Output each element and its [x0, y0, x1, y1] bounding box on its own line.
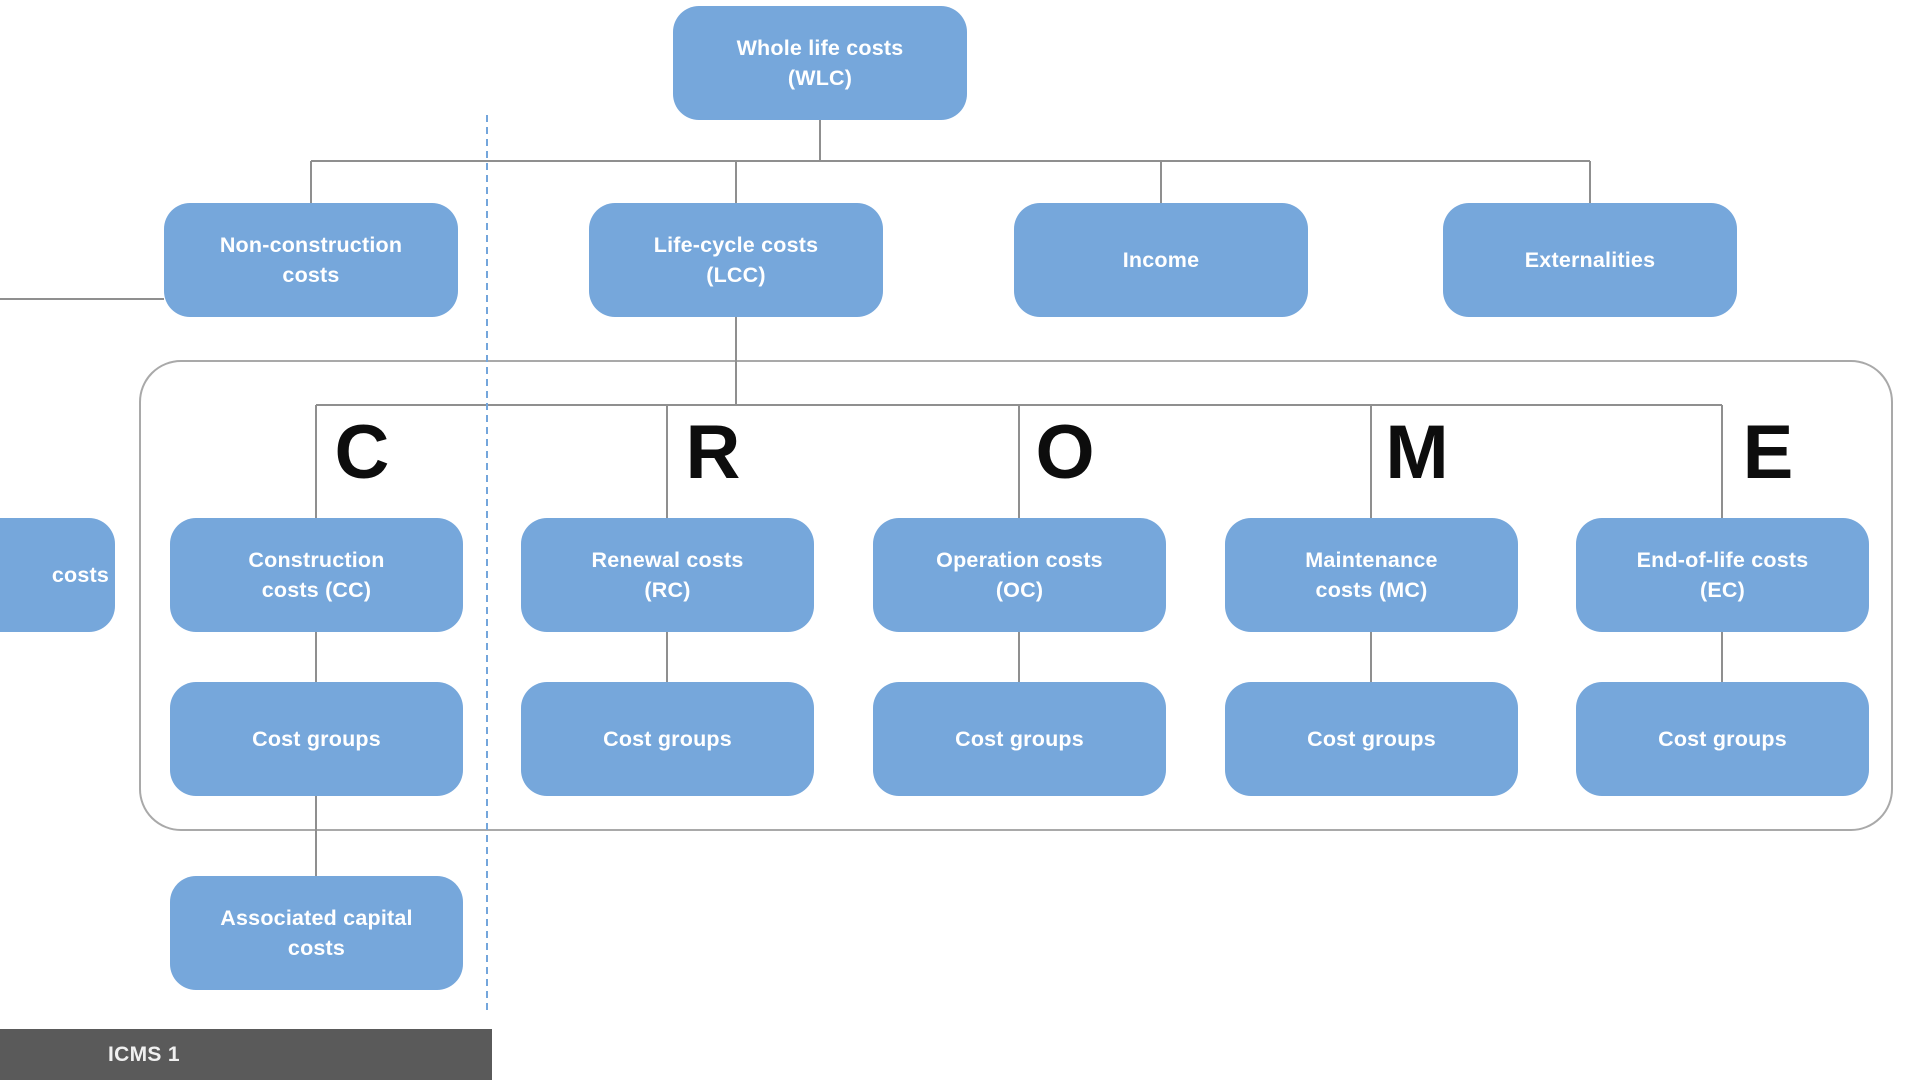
- node-cost-groups-c: Cost groups: [170, 682, 463, 796]
- node-renewal-costs: Renewal costs (RC): [521, 518, 814, 632]
- node-associated-capital-costs: Associated capital costs: [170, 876, 463, 990]
- node-cost-groups-r: Cost groups: [521, 682, 814, 796]
- icms1-label: ICMS 1: [108, 1042, 180, 1066]
- node-life-cycle-costs: Life-cycle costs (LCC): [589, 203, 883, 317]
- node-income: Income: [1014, 203, 1308, 317]
- letter-r: R: [685, 410, 741, 495]
- lcc-group-outline: [139, 360, 1893, 831]
- node-externalities: Externalities: [1443, 203, 1737, 317]
- letter-e: E: [1742, 410, 1794, 495]
- node-maintenance-costs: Maintenance costs (MC): [1225, 518, 1518, 632]
- node-cost-groups-o: Cost groups: [873, 682, 1166, 796]
- icms1-label-bar: ICMS 1: [0, 1029, 492, 1080]
- node-non-construction-costs: Non-construction costs: [164, 203, 458, 317]
- letter-c: C: [334, 410, 390, 495]
- letter-m: M: [1385, 410, 1449, 495]
- node-end-of-life-costs: End-of-life costs (EC): [1576, 518, 1869, 632]
- letter-o: O: [1035, 410, 1095, 495]
- node-construction-costs: Construction costs (CC): [170, 518, 463, 632]
- node-cutoff-costs: costs: [0, 518, 115, 632]
- node-operation-costs: Operation costs (OC): [873, 518, 1166, 632]
- node-cost-groups-m: Cost groups: [1225, 682, 1518, 796]
- node-cost-groups-e: Cost groups: [1576, 682, 1869, 796]
- node-whole-life-costs: Whole life costs (WLC): [673, 6, 967, 120]
